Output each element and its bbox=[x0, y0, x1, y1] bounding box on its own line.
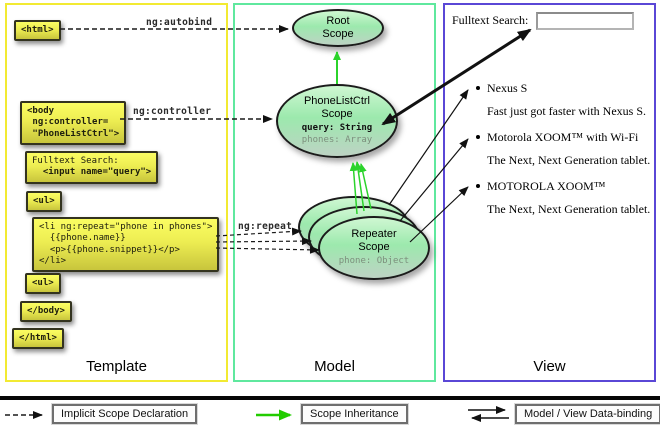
phonelistctrl-scope-ellipse: PhoneListCtrl Scope query: String phones… bbox=[276, 84, 398, 158]
model-panel-label: Model bbox=[314, 358, 355, 375]
template-panel-label: Template bbox=[86, 358, 147, 375]
phone-name: MOTOROLA XOOM™ bbox=[487, 179, 606, 193]
view-phone-item: Nexus S Fast just got faster with Nexus … bbox=[476, 81, 656, 118]
query-property: query: String bbox=[301, 123, 373, 134]
body-close-tag-box: </body> bbox=[20, 301, 72, 323]
legend-implicit-scope-label: Implicit Scope Declaration bbox=[52, 404, 198, 424]
bullet-icon bbox=[476, 86, 480, 90]
phones-property: phones: Array bbox=[301, 135, 373, 146]
phone-snippet: The Next, Next Generation tablet. bbox=[487, 153, 651, 167]
repeater-title-line1: Repeater bbox=[351, 228, 397, 241]
bullet-icon bbox=[476, 184, 480, 188]
phone-property: phone: Object bbox=[338, 256, 410, 267]
body-open-tag-box: <body ng:controller= "PhoneListCtrl"> bbox=[20, 101, 127, 145]
template-panel: Template bbox=[5, 3, 228, 382]
html-close-tag-box: </html> bbox=[12, 328, 64, 350]
ng-autobind-label: ng:autobind bbox=[146, 17, 213, 28]
input-tag-code: <input name="query"> bbox=[32, 167, 152, 178]
phone-snippet: The Next, Next Generation tablet. bbox=[487, 202, 651, 216]
model-panel: Model bbox=[233, 3, 436, 382]
view-search-label: Fulltext Search: bbox=[452, 13, 529, 27]
html-open-tag-box: <html> bbox=[14, 20, 61, 42]
repeater-scope-ellipse: Repeater Scope phone: Object bbox=[318, 216, 430, 280]
fulltext-template-label: Fulltext Search: bbox=[32, 156, 119, 166]
root-scope-title-line2: Scope bbox=[322, 28, 354, 40]
legend-data-binding-label: Model / View Data-binding bbox=[515, 404, 660, 424]
phone-snippet: Fast just got faster with Nexus S. bbox=[487, 104, 646, 118]
phonelistctrl-title-line2: Scope bbox=[321, 107, 353, 120]
view-panel-label: View bbox=[533, 358, 566, 375]
view-phone-item: MOTOROLA XOOM™ The Next, Next Generation… bbox=[476, 179, 656, 216]
phone-name: Nexus S bbox=[487, 81, 528, 95]
legend-scope-inheritance-label: Scope Inheritance bbox=[301, 404, 408, 424]
bullet-icon bbox=[476, 135, 480, 139]
repeater-title-line2: Scope bbox=[358, 240, 390, 253]
fulltext-search-input[interactable] bbox=[536, 12, 634, 30]
li-repeat-tag-box: <li ng:repeat="phone in phones"> {{phone… bbox=[32, 217, 220, 272]
root-scope-title-line1: Root bbox=[326, 15, 350, 28]
phonelistctrl-title-line1: PhoneListCtrl bbox=[303, 95, 371, 108]
ng-controller-label: ng:controller bbox=[133, 106, 212, 117]
phone-name: Motorola XOOM™ with Wi-Fi bbox=[487, 130, 639, 144]
view-phone-item: Motorola XOOM™ with Wi-Fi The Next, Next… bbox=[476, 130, 656, 167]
root-scope-ellipse: Root Scope bbox=[292, 9, 384, 47]
legend-divider bbox=[0, 396, 660, 400]
fulltext-search-template-box: Fulltext Search: <input name="query"> bbox=[25, 151, 159, 184]
ul-open-tag-box: <ul> bbox=[26, 191, 62, 213]
ng-repeat-label: ng:repeat bbox=[238, 221, 293, 232]
ul-close-tag-box: <ul> bbox=[25, 273, 61, 295]
